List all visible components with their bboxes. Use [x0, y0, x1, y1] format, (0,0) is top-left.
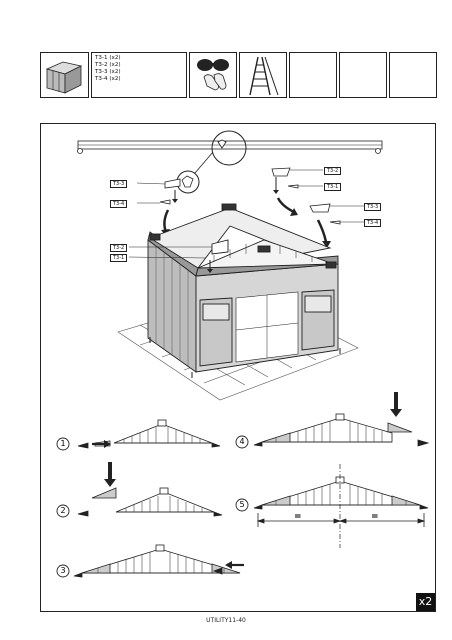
bracket-parts-left: [136, 178, 181, 205]
multiplier-badge: x2: [416, 593, 435, 611]
step3-truss: [73, 544, 241, 578]
parts-list: T3-1 (x2) T3-2 (x2) T3-3 (x2) T3-4 (x2): [95, 55, 121, 83]
ladder-box: [239, 52, 287, 98]
callout-t3-4-right: T3-4: [364, 219, 382, 227]
part-t3-4: T3-4 (x2): [95, 76, 121, 82]
empty-box-3: [389, 52, 437, 98]
part-t3-3: T3-3 (x2): [95, 69, 121, 75]
step-number-4: 4: [239, 437, 245, 446]
equal-sign-right: =: [371, 512, 379, 522]
shed-body: [147, 231, 339, 373]
instruction-panel: x2: [40, 123, 436, 612]
callout-t3-3-right: T3-3: [364, 203, 382, 211]
curved-arrow-mid: [276, 197, 295, 214]
callout-t3-1-left: T3-1: [110, 254, 128, 262]
shed-thumbnail-box: [40, 52, 89, 98]
step2-truss: [77, 487, 223, 517]
dimension-line: [256, 513, 426, 527]
step-number-3: 3: [60, 566, 66, 575]
safety-gear-box: [189, 52, 237, 98]
empty-box-2: [339, 52, 387, 98]
callout-t3-3-left: T3-3: [110, 180, 128, 188]
step-circles: [56, 435, 249, 578]
goggles-gloves-icon: [197, 59, 229, 91]
step-number-2: 2: [60, 506, 66, 515]
detail-magnifier: [176, 130, 247, 194]
shed-gables: [148, 203, 337, 269]
callout-t3-4-left: T3-4: [110, 200, 128, 208]
part-t3-1: T3-1 (x2): [95, 55, 121, 61]
shed-wall-slats: [155, 246, 189, 366]
equal-sign-left: =: [294, 512, 302, 522]
footer-code: UTILITY11-40: [206, 617, 246, 624]
step4-truss: [253, 413, 430, 447]
callout-t3-2-left: T3-2: [110, 244, 128, 252]
parts-list-box: [91, 52, 187, 98]
step-number-1: 1: [60, 439, 66, 448]
empty-box-1: [289, 52, 337, 98]
shed-thumbnail-icon: [45, 61, 83, 94]
ladder-icon: [249, 56, 279, 96]
callout-t3-1-right: T3-1: [324, 183, 342, 191]
step-number-5: 5: [239, 500, 245, 509]
bracket-parts-right: [271, 167, 364, 225]
step5-truss: [253, 476, 429, 510]
part-t3-2: T3-2 (x2): [95, 62, 121, 68]
callout-t3-2-right: T3-2: [324, 167, 342, 175]
roof-bar-top: [77, 139, 383, 154]
curved-arrow-right: [316, 219, 328, 243]
